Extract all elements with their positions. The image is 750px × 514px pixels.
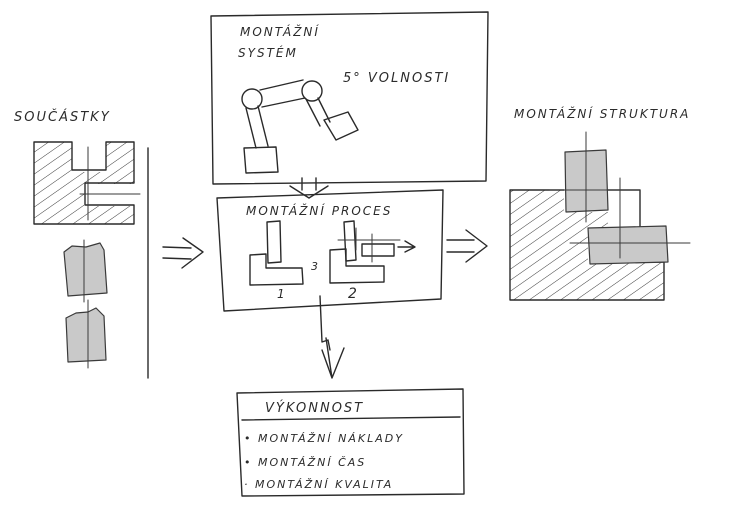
arrow-to-structure xyxy=(447,230,487,262)
assembly-system-label-1: MONTÁŽNÍ xyxy=(240,24,320,39)
performance-title: VÝKONNOST xyxy=(265,400,364,416)
assembly-system-label-2: SYSTÉM xyxy=(238,45,298,60)
components-label: SOUČÁSTKY xyxy=(14,109,111,125)
assembly-structure-label: MONTÁŽNÍ STRUKTURA xyxy=(514,106,690,121)
step-2-number: 2 xyxy=(348,286,359,302)
robot-arm-icon xyxy=(242,80,358,173)
assembly-structure-group: MONTÁŽNÍ STRUKTURA xyxy=(510,106,690,300)
performance-item-costs: • MONTÁŽNÍ NÁKLADY xyxy=(244,432,404,445)
arrow-to-process xyxy=(163,238,203,268)
arrow-to-performance xyxy=(320,296,344,378)
process-step-2-sketch xyxy=(330,221,415,283)
step-1-number: 1 xyxy=(277,287,287,301)
grey-part-placed-side xyxy=(588,226,668,264)
performance-box: VÝKONNOST • MONTÁŽNÍ NÁKLADY • MONTÁŽNÍ … xyxy=(237,389,464,496)
performance-item-quality: · MONTÁŽNÍ KVALITA xyxy=(244,478,393,491)
assembly-system-box: MONTÁŽNÍ SYSTÉM 5° VOLNOSTI xyxy=(211,12,488,184)
assembly-process-label: MONTÁŽNÍ PROCES xyxy=(246,203,392,218)
components-group: SOUČÁSTKY xyxy=(14,109,148,378)
assembly-process-box: MONTÁŽNÍ PROCES 1 3 2 xyxy=(217,190,443,311)
svg-text:3: 3 xyxy=(311,260,320,273)
dof-label: 5° VOLNOSTI xyxy=(343,71,450,86)
hatched-base-part xyxy=(34,142,140,224)
grey-part-2 xyxy=(66,300,106,368)
process-step-1-sketch xyxy=(250,221,303,285)
performance-item-time: • MONTÁŽNÍ ČAS xyxy=(244,456,366,469)
grey-part-1 xyxy=(64,240,107,302)
